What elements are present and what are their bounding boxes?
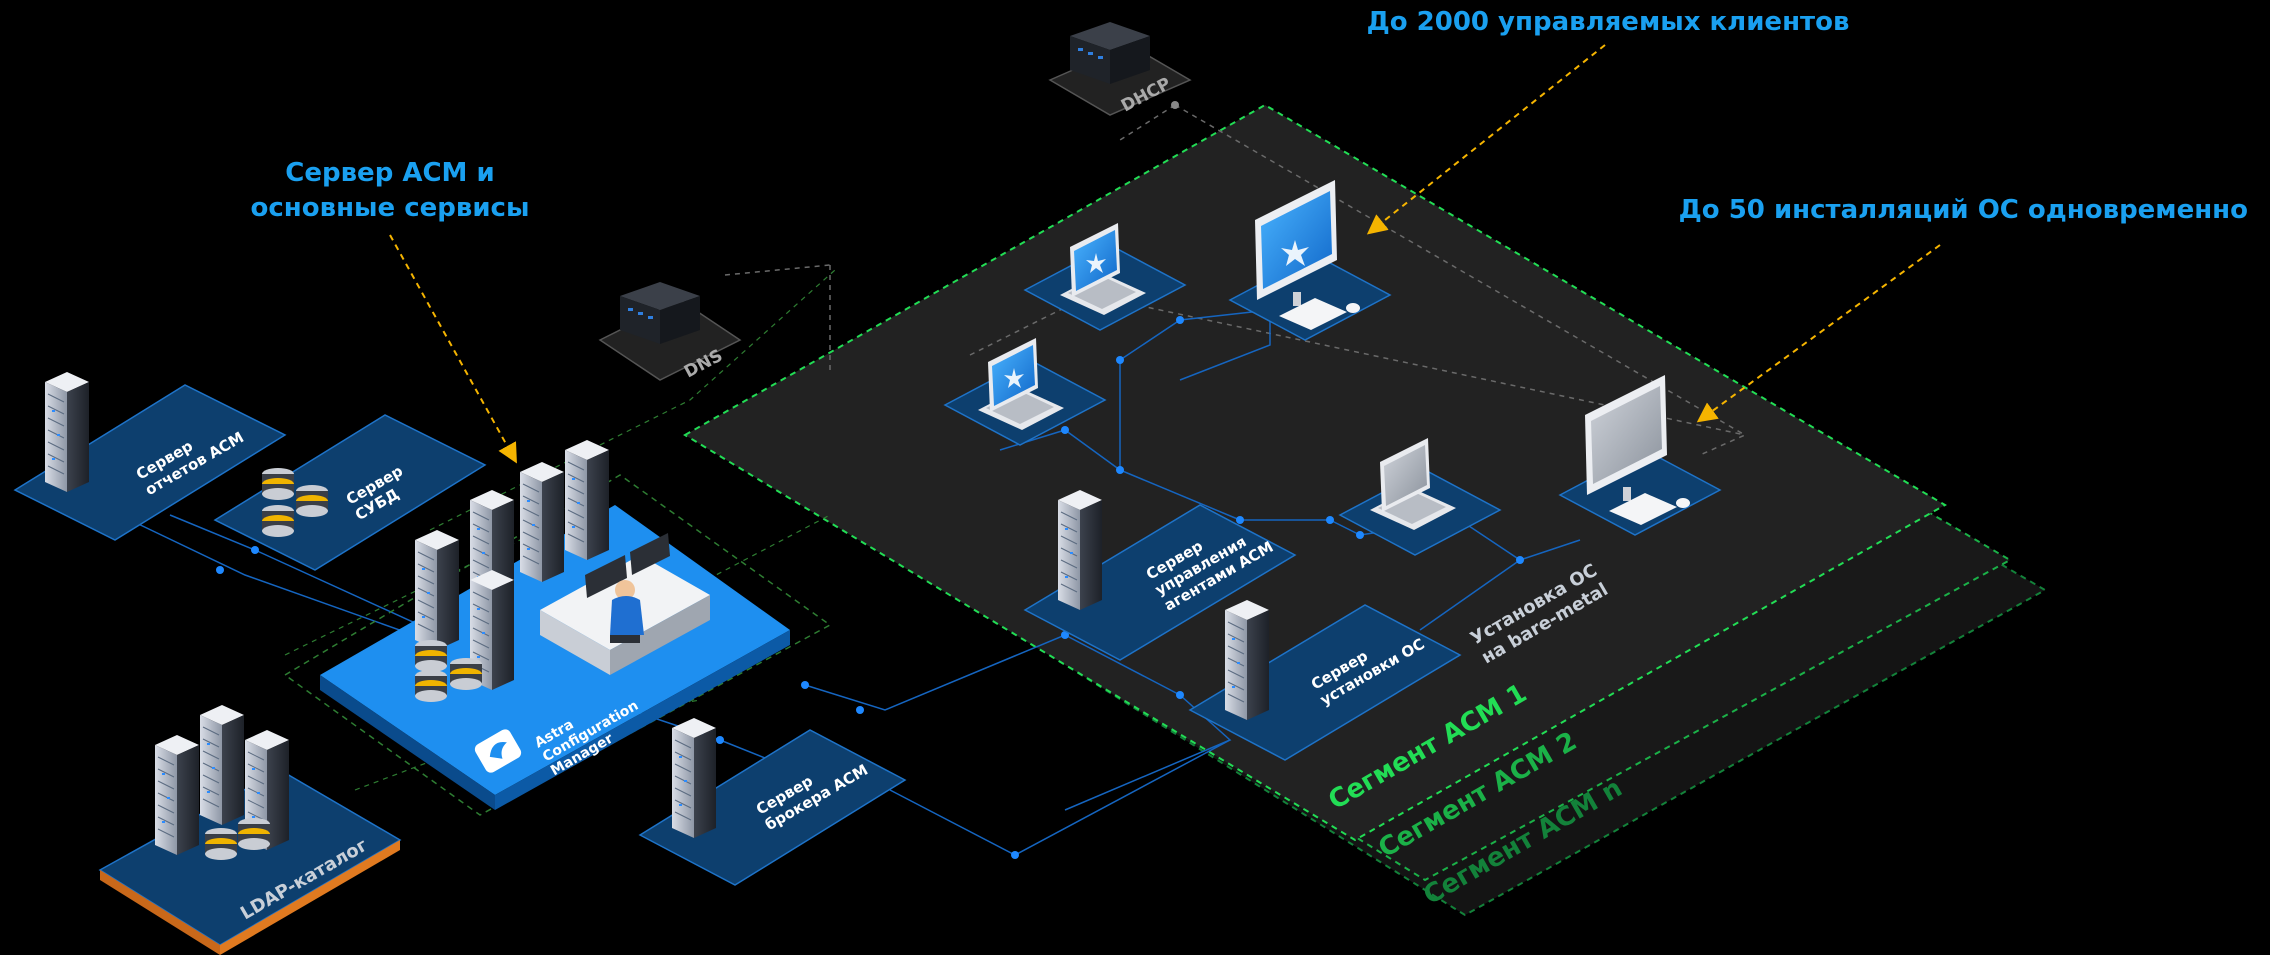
acm-logo xyxy=(474,729,522,773)
callout-max-installs: До 50 инсталляций ОС одновременно xyxy=(1679,195,2248,225)
bare-metal-desktop xyxy=(1558,375,1722,536)
dhcp-node: DHCP xyxy=(1048,22,1192,116)
client-laptop-2 xyxy=(943,338,1107,446)
dbms-server-node: Сервер СУБД xyxy=(213,414,487,571)
ldap-node: LDAP-каталог xyxy=(98,704,402,955)
operator-desk xyxy=(540,533,710,675)
client-laptop-1 xyxy=(1023,223,1187,331)
report-server-node: Сервер отчетов ACM xyxy=(13,371,287,541)
dns-node: DNS xyxy=(598,282,742,382)
acm-platform: Astra Configuration Manager xyxy=(283,439,832,816)
segment-plane-1 xyxy=(683,103,1947,842)
os-install-server-node: Сервер установки ОС xyxy=(1188,599,1462,761)
broker-server-node: Сервер брокера ACM xyxy=(638,717,907,886)
bare-metal-laptop xyxy=(1338,438,1502,556)
callout-acm-server-line2: основные сервисы xyxy=(251,193,530,223)
callout-arrows xyxy=(389,44,1941,464)
callout-acm-server-line1: Сервер ACM и xyxy=(285,158,494,188)
callout-max-clients: До 2000 управляемых клиентов xyxy=(1367,7,1850,37)
client-desktop-1 xyxy=(1228,180,1392,341)
